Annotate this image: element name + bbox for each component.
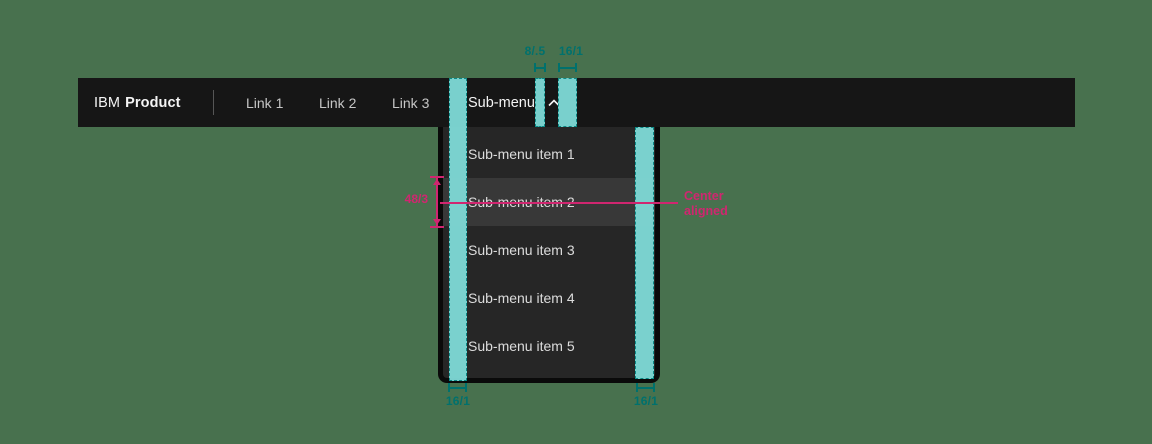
header-divider — [213, 90, 214, 115]
overlay-left-padding-bar — [449, 78, 467, 381]
overlay-chevron-right-padding-bar — [558, 78, 577, 127]
arrow-up-icon — [433, 179, 441, 185]
chevron-up-icon[interactable] — [548, 99, 560, 107]
center-align-label: Center aligned — [684, 189, 728, 218]
overlay-panel-right-padding-bar — [635, 127, 654, 379]
measure-label-text-to-chevron: 8/.5 — [524, 44, 546, 58]
overlay-text-chevron-gap-bar — [535, 78, 545, 127]
submenu-item[interactable]: Sub-menu item 5 — [468, 338, 575, 354]
header-link-2[interactable]: Link 2 — [319, 94, 357, 111]
measure-label-panel-left-padding: 16/1 — [445, 394, 471, 408]
measure-label-chevron-to-edge: 16/1 — [558, 44, 584, 58]
submenu-trigger-label: Sub-menu — [468, 94, 535, 111]
brand-prefix: IBM — [94, 94, 121, 111]
measure-bracket-panel-right-padding — [636, 383, 655, 392]
item-height-bracket-line — [436, 178, 438, 226]
header-link-3[interactable]: Link 3 — [392, 94, 430, 111]
measure-bracket-chevron-to-edge — [558, 63, 577, 72]
submenu-item[interactable]: Sub-menu item 3 — [468, 242, 575, 258]
item-height-label: 48/3 — [404, 192, 428, 206]
brand-name: Product — [125, 94, 181, 111]
submenu-dropdown: Sub-menu item 1 Sub-menu item 2 Sub-menu… — [438, 127, 660, 383]
center-align-line — [440, 202, 678, 204]
measure-bracket-text-to-chevron — [534, 63, 546, 72]
measure-label-panel-right-padding: 16/1 — [633, 394, 659, 408]
header-brand[interactable]: IBM Product — [94, 78, 181, 127]
submenu-trigger-button[interactable]: Sub-menu — [458, 78, 668, 127]
submenu-item-list: Sub-menu item 1 Sub-menu item 2 Sub-menu… — [443, 127, 655, 370]
item-height-bracket — [430, 176, 444, 228]
submenu-item[interactable]: Sub-menu item 4 — [468, 290, 575, 306]
submenu-item[interactable]: Sub-menu item 1 — [468, 146, 575, 162]
measure-bracket-panel-left-padding — [448, 383, 467, 392]
header-link-1[interactable]: Link 1 — [246, 94, 284, 111]
arrow-down-icon — [433, 219, 441, 225]
